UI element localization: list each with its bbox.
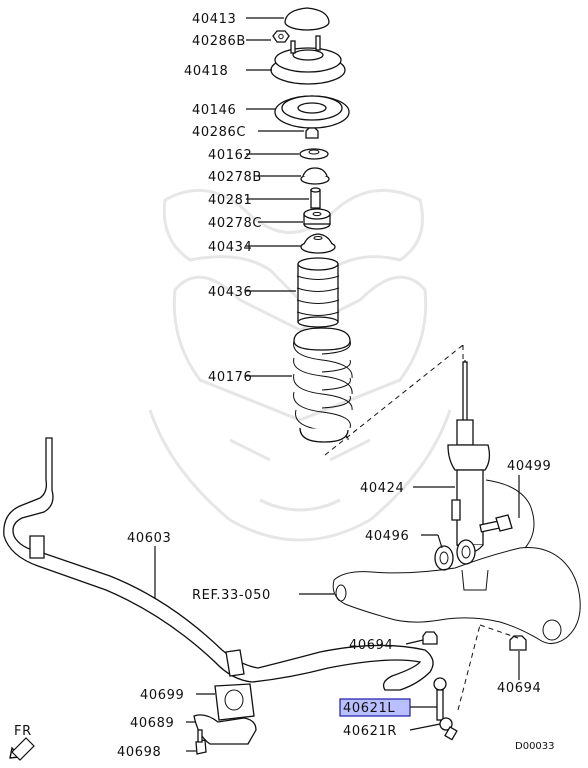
bushing-c-part[interactable] bbox=[303, 208, 331, 230]
bracket-bolt-part[interactable] bbox=[195, 729, 207, 755]
dust-boot-part[interactable] bbox=[296, 257, 340, 328]
label-40286c[interactable]: 40286C bbox=[192, 125, 246, 140]
label-40689[interactable]: 40689 bbox=[130, 716, 174, 731]
label-40278b[interactable]: 40278B bbox=[208, 170, 262, 185]
label-40499[interactable]: 40499 bbox=[507, 459, 551, 474]
nut-lower-link-part[interactable] bbox=[509, 635, 527, 651]
lower-bushing-part[interactable] bbox=[434, 539, 476, 571]
stabilizer-bar-part[interactable] bbox=[3, 437, 434, 691]
label-40603[interactable]: 40603 bbox=[127, 531, 171, 546]
upper-mount-part[interactable] bbox=[270, 35, 346, 85]
label-40281[interactable]: 40281 bbox=[208, 193, 252, 208]
label-40418[interactable]: 40418 bbox=[184, 64, 228, 79]
nut-c-part[interactable] bbox=[305, 127, 319, 139]
label-40278c[interactable]: 40278C bbox=[208, 216, 262, 231]
watermark-emblem bbox=[148, 188, 452, 542]
label-40176[interactable]: 40176 bbox=[208, 370, 252, 385]
leader-lines bbox=[154, 17, 520, 752]
label-40413[interactable]: 40413 bbox=[192, 12, 236, 27]
label-ref-33-050[interactable]: REF.33-050 bbox=[192, 588, 271, 603]
label-40694-lower[interactable]: 40694 bbox=[497, 681, 541, 696]
label-40436[interactable]: 40436 bbox=[208, 285, 252, 300]
front-arrow-shaft bbox=[11, 737, 35, 761]
dust-cap-part[interactable] bbox=[284, 7, 330, 31]
bump-stopper-part[interactable] bbox=[300, 233, 336, 254]
bushing-b-part[interactable] bbox=[300, 167, 330, 185]
collar-part[interactable] bbox=[310, 187, 321, 209]
label-40162[interactable]: 40162 bbox=[208, 148, 252, 163]
label-40699[interactable]: 40699 bbox=[140, 688, 184, 703]
label-40146[interactable]: 40146 bbox=[192, 103, 236, 118]
label-40286b[interactable]: 40286B bbox=[192, 34, 246, 49]
strut-part[interactable] bbox=[447, 360, 513, 554]
washer-part[interactable] bbox=[299, 148, 329, 160]
label-40434[interactable]: 40434 bbox=[208, 240, 252, 255]
label-40621r[interactable]: 40621R bbox=[343, 724, 397, 739]
stabilizer-link-part[interactable] bbox=[433, 677, 458, 741]
nut-b-part[interactable] bbox=[272, 30, 290, 43]
stabilizer-bushing-part[interactable] bbox=[214, 683, 255, 721]
label-40621l-highlight bbox=[339, 698, 411, 717]
label-40698[interactable]: 40698 bbox=[117, 745, 161, 760]
label-40621l[interactable]: 40621L bbox=[343, 701, 395, 716]
front-label: FR bbox=[14, 724, 32, 739]
part-labels: 40413 40286B 40418 40146 40286C 40162 40… bbox=[117, 12, 551, 760]
label-40424[interactable]: 40424 bbox=[360, 481, 404, 496]
label-40496[interactable]: 40496 bbox=[365, 529, 409, 544]
front-direction-marker: FR bbox=[9, 724, 35, 761]
lower-arm-ref-part[interactable] bbox=[332, 479, 581, 644]
link-dashed-guide bbox=[457, 624, 519, 711]
label-40694-upper[interactable]: 40694 bbox=[349, 638, 393, 653]
spring-seat-part[interactable] bbox=[274, 95, 350, 129]
diagram-id: D00033 bbox=[515, 741, 555, 752]
coil-spring-part[interactable] bbox=[293, 327, 353, 443]
nut-upper-link-part[interactable] bbox=[422, 631, 438, 645]
